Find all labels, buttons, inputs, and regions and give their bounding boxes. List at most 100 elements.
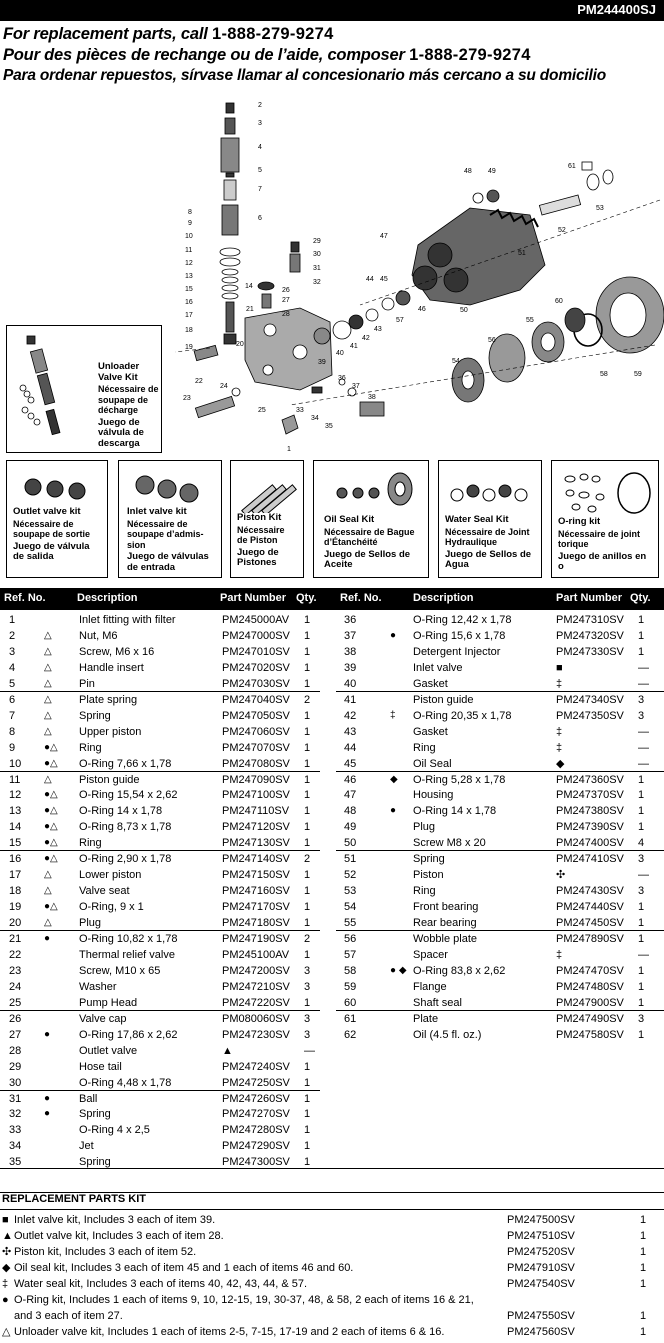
- callout-47: 47: [380, 233, 388, 240]
- part-number: ‡: [556, 677, 563, 690]
- quantity: 3: [304, 980, 311, 993]
- unloader-kit-es: Juego de válvula de descarga: [98, 416, 144, 449]
- ref-number: 45: [344, 757, 357, 770]
- ref-number: 2: [9, 629, 16, 642]
- quantity: 1: [304, 1092, 311, 1105]
- callout-24: 24: [220, 383, 228, 390]
- o-ring-kit-box: O-ring kit Nécessaire de joint torique J…: [551, 460, 659, 578]
- part-number: PM247240SV: [222, 1060, 290, 1073]
- part-description: Piston guide: [79, 773, 140, 786]
- callout-56: 56: [488, 337, 496, 344]
- part-description: Jet: [79, 1140, 94, 1153]
- part-description: Spring: [79, 1156, 111, 1169]
- phone-english: 1-888-279-9274: [211, 25, 334, 43]
- part-number: PM247110SV: [222, 805, 290, 818]
- oil-seal-kit-box: Oil Seal Kit Nécessaire de Bague d’Étanc…: [313, 460, 429, 578]
- kit-symbol: ● ◆: [390, 964, 407, 976]
- quantity: —: [304, 1044, 315, 1057]
- quantity: 1: [304, 1140, 311, 1153]
- quantity: 3: [304, 1028, 311, 1041]
- ref-number: 18: [9, 885, 22, 898]
- header-part-right: Part Number: [556, 592, 623, 604]
- part-description: Piston guide: [413, 693, 474, 706]
- ref-number: 31: [9, 1092, 22, 1105]
- part-description: Front bearing: [413, 901, 479, 914]
- part-number: PM247340SV: [556, 693, 624, 706]
- ref-number: 26: [9, 1012, 22, 1025]
- ref-number: 44: [344, 741, 357, 754]
- ref-number: 14: [9, 821, 22, 834]
- callout-21: 21: [246, 306, 254, 313]
- part-number: PM247210SV: [222, 980, 290, 993]
- kits-top-rule: [0, 1192, 664, 1193]
- part-number: PM247450SV: [556, 917, 624, 930]
- kit-symbol: ●: [390, 805, 397, 817]
- ref-number: 50: [344, 837, 357, 850]
- part-description: O-Ring 2,90 x 1,78: [79, 853, 172, 866]
- callout-51: 51: [518, 250, 526, 257]
- part-description: O-Ring 12,42 x 1,78: [413, 614, 512, 626]
- header-ref-right: Ref. No.: [340, 592, 382, 604]
- ref-number: 35: [9, 1156, 22, 1169]
- kit-symbol: △: [44, 645, 52, 657]
- quantity: 1: [304, 901, 311, 914]
- part-number: ■: [556, 661, 563, 674]
- ref-number: 12: [9, 789, 22, 802]
- kit-symbol: △: [44, 869, 52, 881]
- part-description: Detergent Injector: [413, 645, 501, 658]
- kits-title-rule: [0, 1209, 664, 1210]
- part-number: PM247130SV: [222, 837, 290, 850]
- table-bottom-rule: [0, 1168, 664, 1169]
- ref-number: 38: [344, 645, 357, 658]
- quantity: 1: [638, 821, 645, 834]
- inlet-kit-es: Juego de válvulas de entrada: [127, 551, 209, 573]
- part-number: PM247410SV: [556, 853, 624, 866]
- part-description: Inlet valve: [413, 661, 463, 674]
- header-qty-right: Qty.: [630, 592, 651, 604]
- quantity: 1: [304, 773, 311, 786]
- piston-kit-box: Piston Kit Nécessaire de Piston Juego de…: [230, 460, 304, 578]
- part-number: PM247430SV: [556, 885, 624, 898]
- water-seal-kit-title: Water Seal Kit: [445, 514, 509, 525]
- kit-row: ●O-Ring kit, Includes 1 each of items 9,…: [0, 1292, 664, 1308]
- callout-57: 57: [396, 317, 404, 324]
- kit-symbol: ●△: [44, 837, 58, 849]
- kit-symbol: ✣: [2, 1246, 12, 1258]
- ref-number: 13: [9, 805, 22, 818]
- call-french: Pour des pièces de rechange ou de l’aide…: [3, 46, 531, 65]
- kit-symbol: ●: [44, 1108, 51, 1120]
- ref-number: 48: [344, 805, 357, 818]
- part-number: PM247300SV: [222, 1156, 290, 1169]
- kit-quantity: 1: [640, 1262, 647, 1274]
- part-description: Spring: [413, 853, 445, 866]
- part-number: PM247050SV: [222, 709, 290, 722]
- piston-kit-title: Piston Kit: [237, 512, 282, 523]
- callout-55: 55: [526, 317, 534, 324]
- kit-description: Oil seal kit, Includes 3 each of item 45…: [14, 1262, 354, 1274]
- callout-16: 16: [185, 299, 193, 306]
- ref-number: 1: [9, 614, 16, 626]
- group-divider: [0, 1009, 320, 1011]
- part-number: PM247080SV: [222, 757, 290, 770]
- inlet-kit-fr: Nécessaire de soupape d’admis-sion: [127, 518, 204, 550]
- kit-symbol: △: [44, 917, 52, 929]
- kit-part-number: PM247540SV: [507, 1278, 575, 1290]
- call-english-text: For replacement parts, call: [3, 25, 212, 43]
- group-divider: [336, 850, 664, 852]
- callout-54: 54: [452, 358, 460, 365]
- ref-number: 16: [9, 853, 22, 866]
- part-number: ✣: [556, 869, 566, 882]
